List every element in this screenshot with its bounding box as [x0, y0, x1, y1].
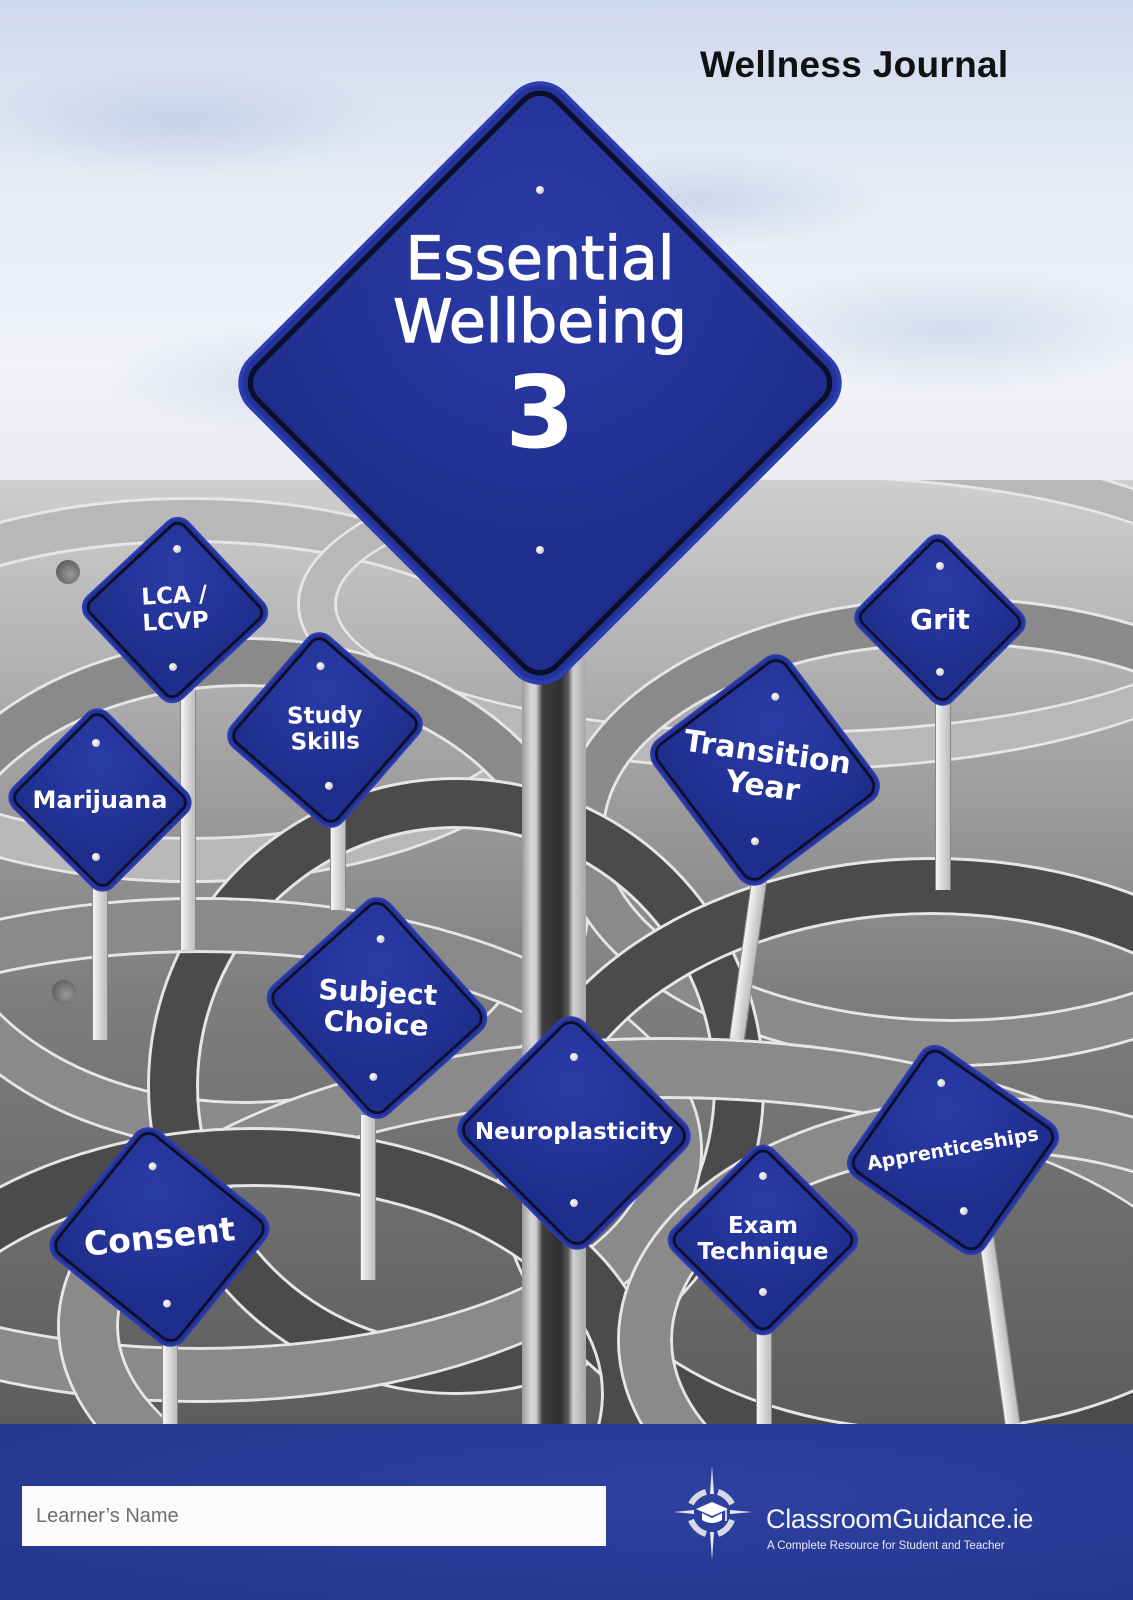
sign-label: Apprenticeships — [865, 1123, 1041, 1176]
sign-label: Skills — [290, 728, 361, 756]
bolt-icon — [92, 853, 100, 861]
main-title-line1: Essential — [405, 224, 675, 294]
bolt-icon — [536, 186, 544, 194]
sign-label: Marijuana — [32, 785, 168, 814]
bolt-icon — [936, 668, 944, 676]
sign-exam-technique: Exam Technique — [663, 1140, 863, 1340]
bolt-icon — [759, 1172, 767, 1180]
brand-logo: ClassroomGuidance.ie A Complete Resource… — [666, 1464, 1086, 1574]
sign-pole — [360, 1115, 376, 1280]
sign-grit: Grit — [845, 530, 1035, 710]
sign-label: Choice — [322, 1004, 430, 1043]
sign-neuroplasticity: Neuroplasticity — [448, 1011, 700, 1255]
sign-label: Consent — [81, 1208, 237, 1264]
bolt-icon — [570, 1053, 578, 1061]
sign-label: Exam — [727, 1213, 799, 1240]
sign-apprenticeships: Apprenticeships — [821, 1022, 1086, 1279]
sign-label: Study — [286, 702, 363, 730]
brand-tagline: A Complete Resource for Student and Teac… — [767, 1540, 1005, 1552]
volume-number: 3 — [505, 354, 575, 471]
sign-label: Technique — [697, 1239, 829, 1265]
sign-pole — [92, 880, 108, 1040]
punch-hole — [56, 560, 80, 584]
sign-label: Grit — [910, 603, 970, 637]
learner-name-placeholder: Learner’s Name — [36, 1504, 179, 1527]
bolt-icon — [92, 739, 100, 747]
sign-pole — [935, 680, 951, 890]
bolt-icon — [570, 1199, 578, 1207]
sign-consent: Consent — [31, 1110, 289, 1363]
main-title-line2: Wellbeing — [392, 287, 687, 357]
brand-name: ClassroomGuidance.ie — [766, 1504, 1034, 1534]
sign-transition-year: Transition Year — [625, 634, 906, 906]
sign-marijuana: Marijuana — [0, 704, 200, 896]
bolt-icon — [759, 1288, 767, 1296]
sign-pole — [180, 690, 196, 950]
bolt-icon — [536, 546, 544, 554]
sign-label: LCVP — [141, 607, 210, 637]
learner-name-field[interactable]: Learner’s Name — [22, 1486, 606, 1546]
journal-label: Wellness Journal — [700, 44, 1009, 85]
footer-band: Learner’s Name ClassroomGuidance.ie A Co… — [0, 1424, 1133, 1600]
main-title-sign: Essential Wellbeing 3 — [229, 72, 851, 694]
bolt-icon — [936, 562, 944, 570]
sign-pole — [330, 800, 346, 910]
sign-label: Neuroplasticity — [474, 1119, 674, 1146]
punch-hole — [52, 980, 76, 1004]
sign-study-skills: Study Skills — [218, 623, 431, 836]
sign-pole — [162, 1340, 178, 1425]
compass-graduation-cap-icon — [674, 1466, 752, 1560]
